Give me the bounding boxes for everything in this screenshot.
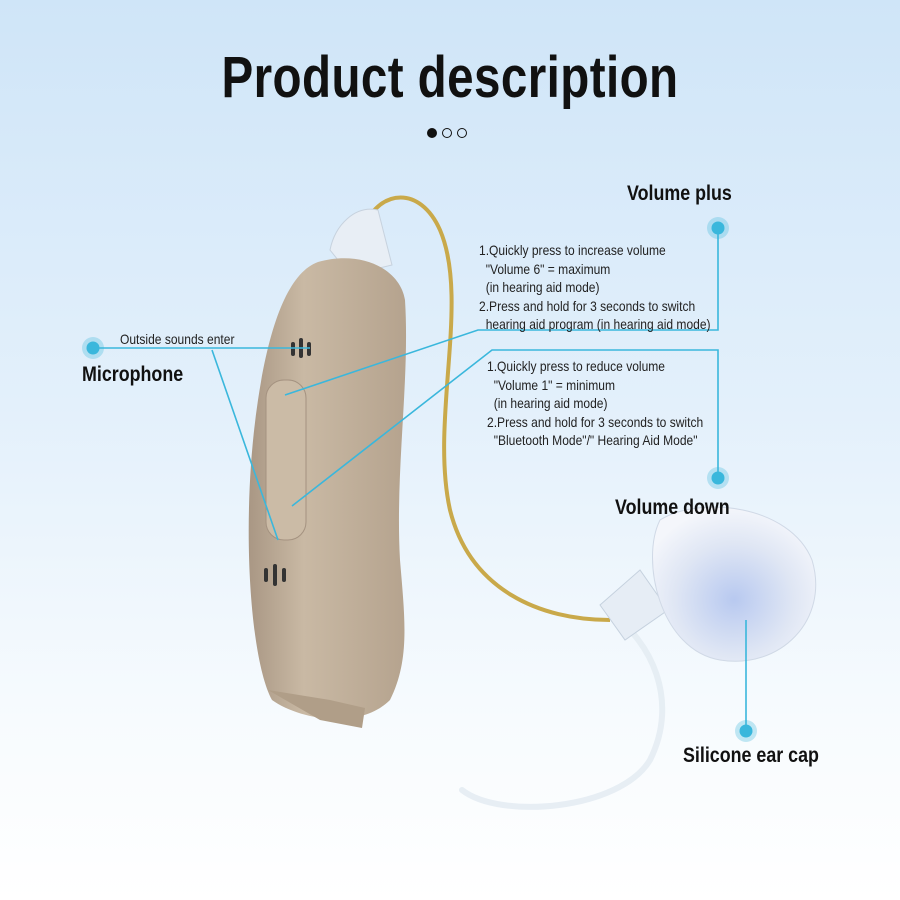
carousel-dot-3[interactable]: [457, 128, 467, 138]
carousel-indicator: [427, 128, 467, 138]
volume-plus-label: Volume plus: [627, 182, 732, 205]
silicone-ear-cap: [652, 506, 817, 662]
volume-down-label: Volume down: [615, 496, 730, 519]
carousel-dot-1[interactable]: [427, 128, 437, 138]
volume-button: [265, 379, 307, 541]
sound-tube: [363, 195, 611, 622]
page-title: Product description: [221, 45, 679, 110]
hearing-aid-body: [248, 258, 407, 719]
microphone-label: Microphone: [82, 363, 184, 386]
volume-plus-description: 1.Quickly press to increase volume "Volu…: [479, 242, 711, 332]
microphone-note: Outside sounds enter: [120, 331, 235, 347]
carousel-dot-2[interactable]: [442, 128, 452, 138]
volume-down-description: 1.Quickly press to reduce volume "Volume…: [487, 358, 704, 448]
ear-cap-label: Silicone ear cap: [683, 744, 819, 767]
